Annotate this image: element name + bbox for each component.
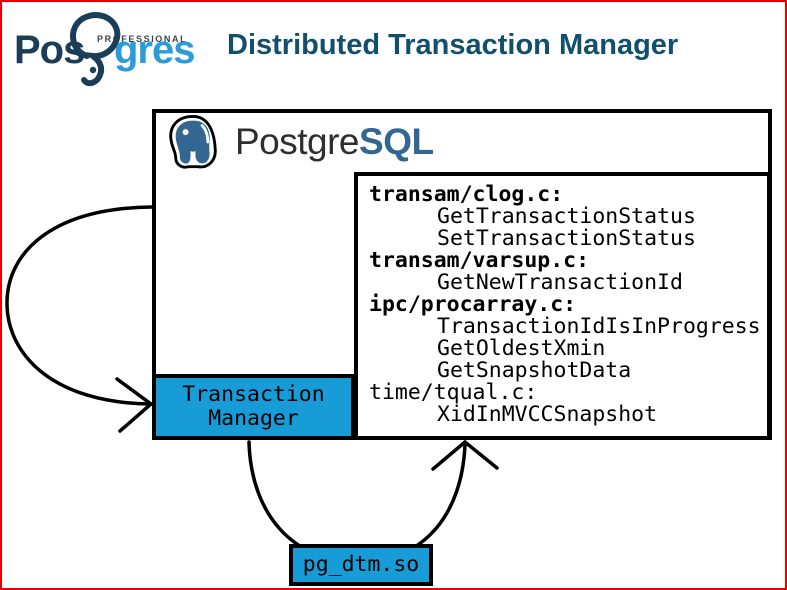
postgresql-logo: PostgreSQL [165,113,434,171]
code-line: GetSnapshotData [437,358,632,383]
code-line: GetTransactionStatus [437,204,696,229]
wordmark-sql: SQL [359,121,434,162]
code-line: GetNewTransactionId [437,270,683,295]
source-functions-box: transam/clog.c: GetTransactionStatus Set… [354,172,771,440]
code-line: TransactionIdIsInProgress [437,314,761,339]
code-line: time/tqual.c: [369,380,538,405]
postgresql-wordmark: PostgreSQL [235,121,434,163]
postgresql-elephant-icon [169,115,217,169]
page-title: Distributed Transaction Manager [227,29,679,61]
pg-dtm-label: pg_dtm.so [302,552,420,577]
postgres-professional-logo: PROFESSIONAL Pos gres [14,8,204,96]
transaction-manager-box: Transaction Manager [152,374,355,440]
code-line: ipc/procarray.c: [369,292,577,317]
code-line: GetOldestXmin [437,336,606,361]
wordmark-postgre: Postgre [235,121,360,162]
logo-tagline: PROFESSIONAL [97,34,188,44]
loop-arrow-curve [5,205,154,406]
dtm-arrow-head [431,439,499,471]
transaction-manager-label-line2: Manager [208,406,299,431]
pg-dtm-box: pg_dtm.so [289,544,433,586]
code-line: transam/varsup.c: [369,248,590,273]
elephant-curl-icon [70,12,121,87]
code-line: transam/clog.c: [369,182,564,207]
code-line: XidInMVCCSnapshot [437,402,658,427]
transaction-manager-label-line1: Transaction [182,382,325,407]
loop-arrow-head [115,377,154,433]
logo-text-gres: gres [114,28,195,72]
code-line: SetTransactionStatus [437,226,696,251]
